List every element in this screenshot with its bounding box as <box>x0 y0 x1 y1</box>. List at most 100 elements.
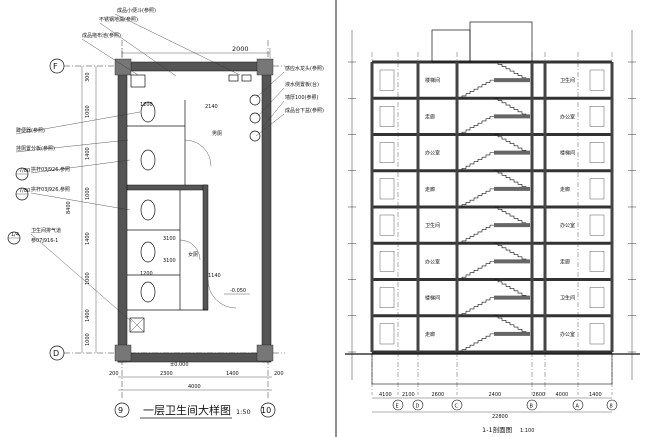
dim-left-3: 1000 <box>85 187 91 200</box>
callout-0: 成品小便斗(参照) <box>117 7 156 14</box>
roof-room <box>469 21 533 63</box>
room-tag-r-5: 楼梯间 <box>560 150 575 157</box>
callouts-right: 感应水龙头(参照) 液水侧置板(台) 墙厚100(参照) 成品台下盆(参照) <box>255 65 324 137</box>
floor-slab-3 <box>372 241 612 245</box>
left-plan: 2000 F D <box>7 7 324 419</box>
stair-flight-up-7 <box>461 79 494 99</box>
stair-flight-down-7 <box>494 61 527 81</box>
room-tag-6: 走廊 <box>425 113 435 120</box>
section-dim-part-4: 2600 <box>533 392 546 398</box>
callout-right-2: 墙厚100(参照) <box>285 94 318 101</box>
floor-slab-0 <box>372 350 612 354</box>
dim-left-total: 8400 <box>66 201 72 214</box>
section-dim-part-5: 4000 <box>556 392 569 398</box>
callout-right-3: 成品台下盆(参照) <box>285 107 324 114</box>
section-axis-label-0: E <box>396 404 399 410</box>
room-tag-r-7: 卫生间 <box>560 77 575 84</box>
callout-4: 挂厕置分板(参照) <box>16 145 55 152</box>
section-axis-circle-4 <box>572 399 584 411</box>
dim-left-5: 1000 <box>85 272 91 285</box>
window-left-5 <box>379 142 395 163</box>
window-right-3 <box>589 214 605 236</box>
window-left-2 <box>379 251 395 272</box>
dim-left-2: 1400 <box>85 147 91 160</box>
plan-scale: 1:50 <box>236 408 251 416</box>
dim-left-4: 1400 <box>85 232 91 245</box>
stair-landing-5 <box>494 150 530 155</box>
dim-2140: 2140 <box>205 104 218 110</box>
window-left-7 <box>379 69 395 91</box>
room-tag-4: 走廊 <box>425 186 435 193</box>
section-axis-circle-5 <box>606 399 618 411</box>
window-right-5 <box>589 142 605 163</box>
window-left-3 <box>379 214 395 236</box>
window-right-4 <box>589 178 605 200</box>
section-wall-5 <box>610 62 614 352</box>
window-right-7 <box>589 69 605 91</box>
stair-flight-down-1 <box>494 279 527 298</box>
section-wall-0 <box>370 62 374 352</box>
room-tag-5: 办公室 <box>425 150 440 157</box>
window-left-6 <box>379 106 395 127</box>
window-right-0 <box>589 323 605 345</box>
dim-1140: 1140 <box>208 273 221 279</box>
stair-landing-1 <box>494 295 530 300</box>
stair-landing-7 <box>494 78 530 83</box>
floor-slab-7 <box>372 96 612 100</box>
dim-bottom-2: 1400 <box>226 371 239 377</box>
callouts-left: 成品小便斗(参照) 不锈钢地漏(参照) 成品拖布池(参照) 蹲便器(参照) 挂厕… <box>7 7 241 323</box>
stair-landing-2 <box>494 259 530 264</box>
dim-1200b: 1200 <box>140 271 153 277</box>
callout-2: 成品拖布池(参照) <box>82 32 121 39</box>
section-wall-3 <box>530 62 534 352</box>
section-dim-part-2: 2600 <box>432 392 445 398</box>
stair-flight-down-4 <box>494 170 527 189</box>
section-dim-part-0: 4100 <box>379 392 392 398</box>
stair-flight-up-2 <box>461 261 494 280</box>
dim-1200a: 1200 <box>140 102 153 108</box>
stair-flight-down-5 <box>494 134 527 153</box>
stair-flight-down-2 <box>494 242 527 262</box>
right-section: 走廊办公室楼梯间卫生间办公室走廊卫生间办公室走廊走廊办公室楼梯间走廊办公室楼梯间… <box>345 21 640 413</box>
callout-3: 蹲便器(参照) <box>16 127 45 134</box>
window-right-2 <box>589 251 605 272</box>
axis-f-label: F <box>53 62 58 71</box>
callout-7: 卫生间排气道 <box>31 227 61 234</box>
stair-tower <box>431 29 471 63</box>
callout-right-1: 液水侧置板(台) <box>285 81 319 88</box>
stair-flight-up-1 <box>461 297 494 316</box>
detail-mark-1: 7/80 <box>19 188 30 194</box>
section-axis-circle-3 <box>526 399 538 411</box>
section-title: 1-1剖面图 <box>482 425 512 434</box>
room-tag-r-1: 卫生间 <box>560 295 575 302</box>
stair-flight-down-0 <box>494 315 527 334</box>
stair-flight-up-0 <box>461 333 494 352</box>
stair-flight-up-6 <box>461 116 494 135</box>
section-wall-4 <box>543 62 547 352</box>
floor-slab-5 <box>372 169 612 173</box>
section-axis-circle-0 <box>392 399 404 411</box>
detail-mark-0: 7/80 <box>19 168 30 174</box>
room-tag-7: 楼梯间 <box>425 77 440 84</box>
axis-10-label: 10 <box>261 406 271 415</box>
room-tag-r-2: 走廊 <box>560 258 570 265</box>
section-scale: 1:100 <box>520 428 534 434</box>
dim-bottom-0: 200 <box>109 371 119 377</box>
level-bottom: ±0.000 <box>170 362 189 368</box>
room-tag-3: 卫生间 <box>425 222 440 229</box>
section-axis-label-4: A <box>576 404 580 410</box>
section-wall-1 <box>416 62 420 352</box>
floor-slab-1 <box>372 314 612 318</box>
room-tag-r-6: 办公室 <box>560 113 575 120</box>
stair-landing-6 <box>494 114 530 119</box>
stair-flight-up-4 <box>461 188 494 207</box>
section-axis-circle-1 <box>412 399 424 411</box>
room-tag-r-3: 办公室 <box>560 222 575 229</box>
section-axis-label-2: C <box>455 404 459 410</box>
plan-title: 一层卫生间大样图 <box>143 403 231 417</box>
dim-left-7: 1000 <box>85 333 91 346</box>
detail-mark-2: 1/4 <box>11 232 19 238</box>
level-mark: -0.050 <box>230 288 246 294</box>
stair-flight-up-3 <box>461 224 494 244</box>
